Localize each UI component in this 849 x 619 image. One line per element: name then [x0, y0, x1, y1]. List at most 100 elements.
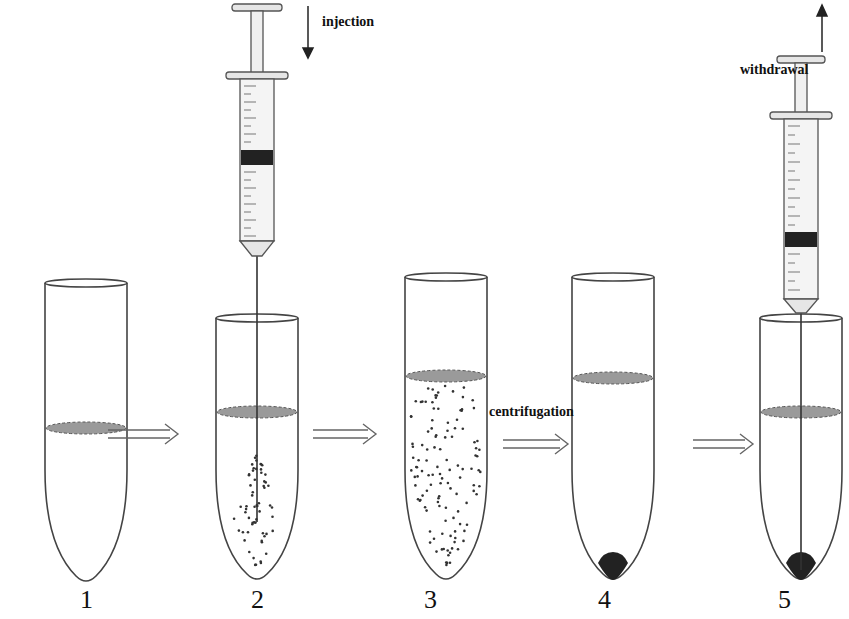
droplet	[424, 506, 427, 509]
droplet	[248, 551, 251, 554]
droplet	[263, 535, 266, 538]
droplet	[475, 447, 478, 450]
graduation	[244, 188, 256, 189]
graduations	[244, 86, 256, 236]
droplet	[421, 494, 424, 497]
droplet	[451, 436, 454, 439]
droplet	[439, 482, 442, 485]
droplet	[263, 480, 266, 483]
motion-arrows	[303, 5, 827, 58]
droplet	[238, 529, 241, 532]
droplet	[452, 390, 455, 393]
droplet	[462, 396, 465, 399]
droplet	[410, 416, 413, 419]
droplet	[433, 407, 436, 410]
droplet	[451, 547, 454, 550]
droplet	[457, 548, 460, 551]
step-number: 5	[778, 585, 791, 615]
liquid-surface	[46, 422, 126, 434]
droplet	[262, 485, 265, 488]
droplet	[248, 474, 251, 477]
droplet	[444, 385, 447, 388]
step-arrow	[108, 424, 178, 444]
droplet	[452, 517, 455, 520]
droplet	[457, 510, 460, 513]
droplet	[251, 463, 254, 466]
droplet	[457, 464, 460, 467]
droplet	[244, 511, 247, 514]
droplet	[411, 443, 414, 446]
droplet	[421, 444, 424, 447]
droplet	[233, 518, 236, 521]
droplet	[473, 407, 476, 410]
arrow-head	[303, 48, 313, 58]
injection-arrow	[307, 6, 309, 50]
graduation	[244, 212, 251, 213]
graduation	[244, 228, 251, 229]
droplet	[242, 531, 245, 534]
droplet	[474, 454, 477, 457]
droplet	[426, 448, 429, 451]
droplet	[252, 491, 255, 494]
graduation	[788, 272, 800, 273]
graduation	[244, 126, 251, 127]
droplet	[461, 468, 464, 471]
step-number: 3	[424, 585, 437, 615]
droplet	[438, 505, 441, 508]
graduation	[244, 134, 256, 135]
droplet	[417, 459, 420, 462]
droplet	[245, 508, 248, 511]
tube-rim	[45, 279, 127, 287]
droplet	[429, 530, 432, 533]
droplet	[429, 541, 432, 544]
droplet	[453, 541, 456, 544]
graduation	[788, 126, 800, 127]
droplet	[419, 499, 422, 502]
droplet	[441, 548, 444, 551]
droplet	[412, 446, 415, 449]
droplet	[424, 401, 427, 404]
syringe	[226, 4, 288, 522]
droplet	[449, 487, 452, 490]
tube	[572, 277, 654, 579]
barrel-tip	[784, 299, 818, 313]
droplet	[445, 561, 448, 564]
droplet	[445, 507, 448, 510]
step-number: 2	[251, 585, 264, 615]
droplet	[446, 429, 449, 432]
arrow-head	[817, 5, 827, 16]
graduation	[788, 189, 795, 190]
plunger-seal	[785, 232, 817, 247]
droplet	[441, 532, 444, 535]
liquid-surface	[573, 372, 653, 384]
plunger-seal	[241, 150, 273, 165]
needle	[256, 255, 258, 522]
droplet	[258, 502, 261, 505]
graduation	[788, 171, 795, 172]
graduation	[788, 180, 800, 181]
droplet	[414, 484, 417, 487]
droplet	[254, 457, 257, 460]
tubes	[45, 273, 842, 581]
droplet	[265, 552, 268, 555]
droplet	[271, 530, 274, 533]
droplet	[454, 537, 457, 540]
droplet	[436, 466, 439, 469]
droplet	[454, 427, 457, 430]
step-arrow	[503, 434, 568, 454]
droplet	[420, 401, 423, 404]
barrel-flange	[770, 112, 832, 119]
graduation	[788, 263, 795, 264]
droplet	[410, 469, 413, 472]
droplets	[233, 385, 482, 567]
droplet	[473, 484, 476, 487]
droplet	[416, 475, 419, 478]
droplet	[446, 562, 449, 565]
graduation	[788, 225, 795, 226]
step-arrows	[108, 424, 753, 454]
syringe	[770, 56, 832, 570]
droplet	[449, 562, 452, 565]
droplet	[478, 449, 481, 452]
droplet	[431, 474, 434, 477]
